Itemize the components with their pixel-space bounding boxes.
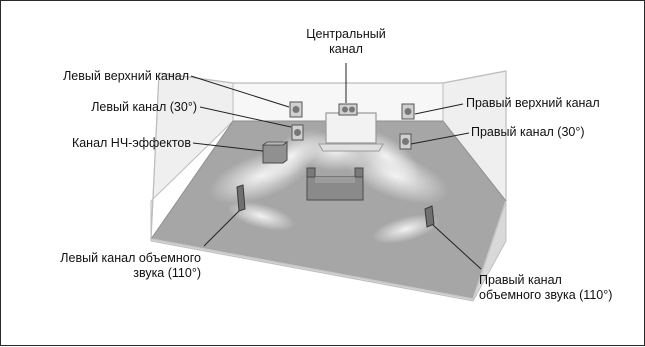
label-right-surround-line1: Правый канал [479,273,562,287]
label-left-surround-line1: Левый канал объемного [60,251,201,265]
speaker-subwoofer [261,141,289,164]
label-right-front-channel: Правый канал (30°) [471,125,585,139]
speaker-left-front [291,124,304,141]
speaker-left-top [289,101,303,118]
label-right-top-channel: Правый верхний канал [466,96,600,110]
label-center-line1: Центральный [306,27,386,41]
speaker-right-surround [424,205,435,228]
speaker-right-top [401,103,415,120]
speaker-center [338,103,358,116]
label-left-front-channel: Левый канал (30°) [91,100,197,114]
speaker-left-surround [236,184,246,212]
label-center-line2: канал [329,42,363,56]
label-left-surround-line2: звука (110°) [133,266,201,280]
tv-screen [318,112,384,152]
leader-lines [190,63,482,270]
label-right-surround-line2: объемного звука (110°) [479,288,613,302]
label-right-surround-channel: Правый канал объемного звука (110°) [479,273,612,303]
speaker-right-front [399,133,412,150]
label-lfe-channel: Канал НЧ-эффектов [71,136,191,150]
label-center-channel: Центральный канал [281,27,411,57]
label-left-top-channel: Левый верхний канал [63,69,189,83]
label-left-surround-channel: Левый канал объемного звука (110°) [7,251,201,281]
couch [306,167,364,201]
